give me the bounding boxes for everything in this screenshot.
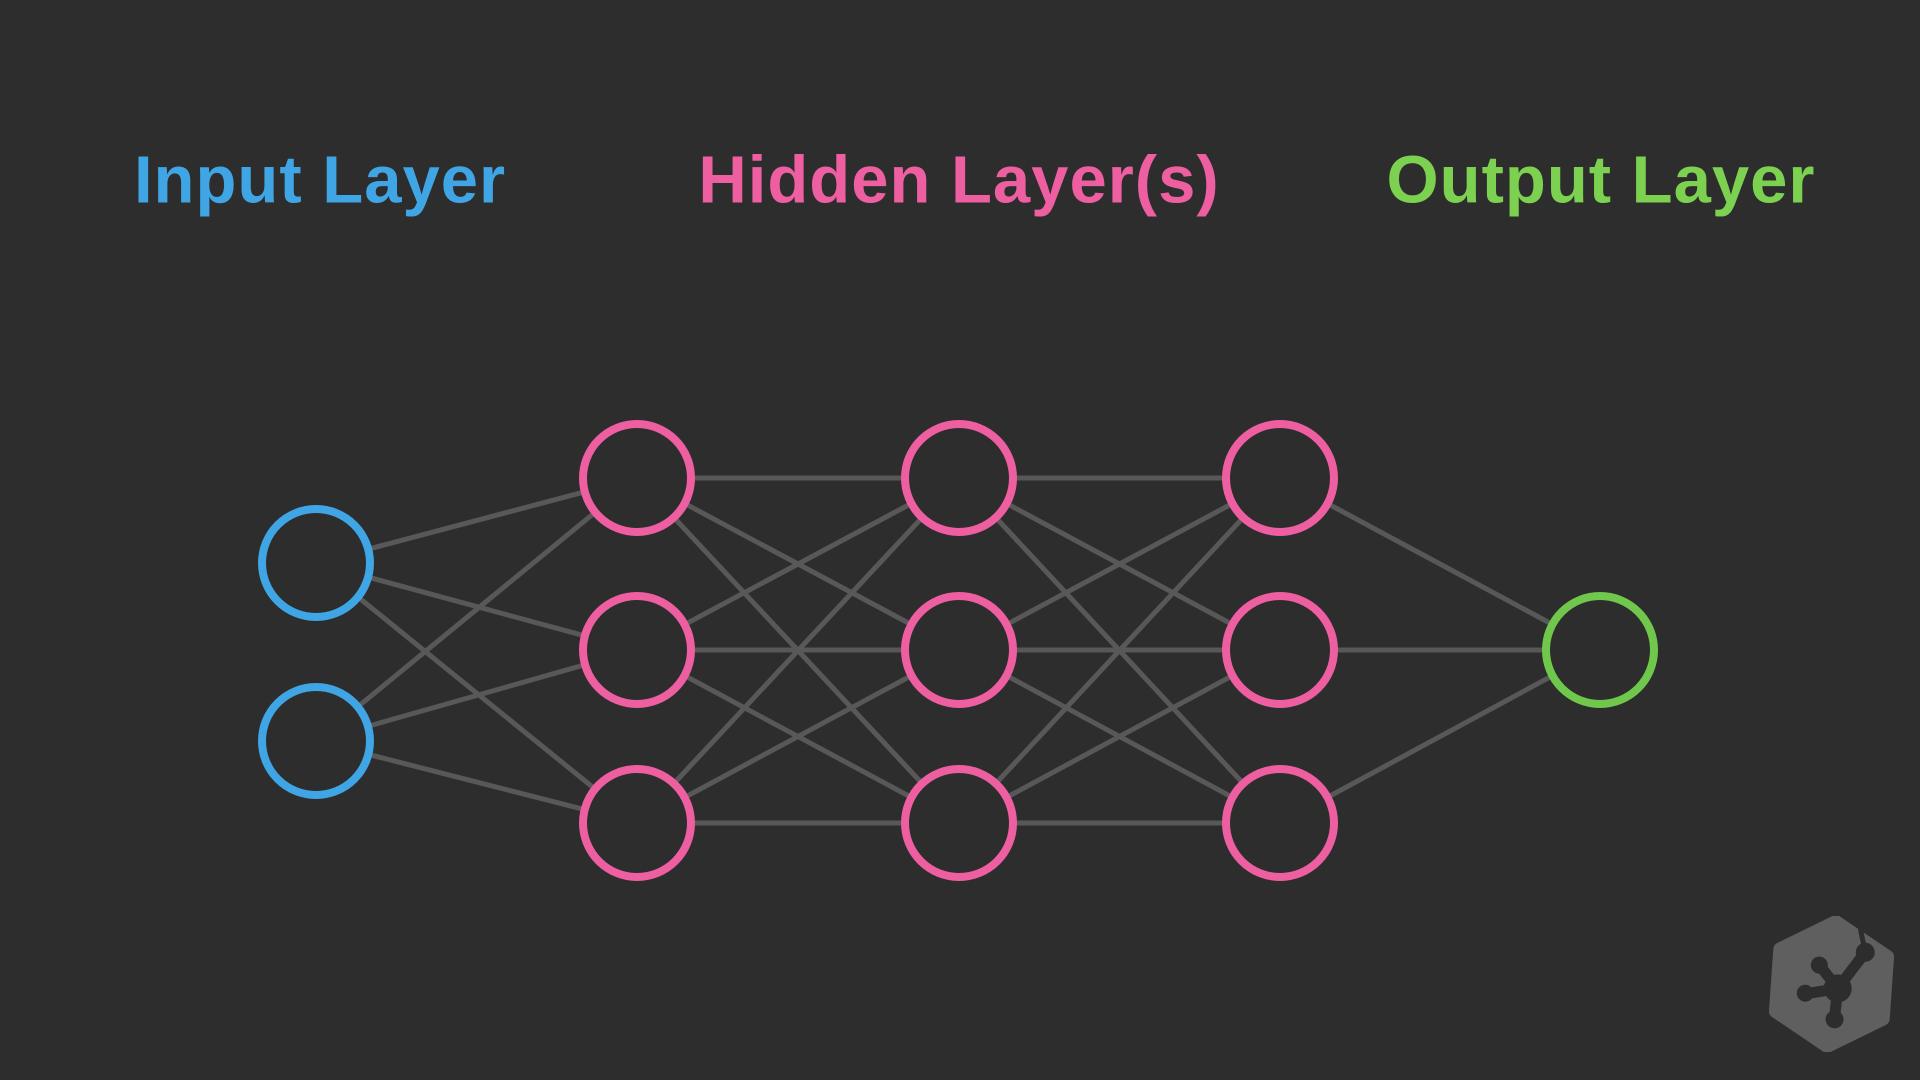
- edge: [314, 476, 639, 743]
- hidden-layer-3-node-2: [1222, 592, 1338, 708]
- treehouse-logo-icon: [1768, 916, 1895, 1052]
- edge: [957, 476, 1282, 825]
- hidden-layer-3-node-3: [1222, 765, 1338, 881]
- output-layer-node-1: [1542, 592, 1658, 708]
- logo-badge: [1768, 916, 1895, 1052]
- edge: [1278, 647, 1602, 826]
- input-layer-label: Input Layer: [133, 142, 507, 218]
- edge: [635, 647, 961, 826]
- input-layer-node-2: [258, 683, 374, 799]
- edge: [957, 475, 1282, 653]
- logo-gecko-foot: [1796, 923, 1875, 1029]
- edge: [1278, 475, 1602, 653]
- hidden-layer-1-node-1: [579, 420, 695, 536]
- hidden-layer-1-node-2: [579, 592, 695, 708]
- hidden-layer-1-node-3: [579, 765, 695, 881]
- hidden-layer-2-node-1: [901, 420, 1017, 536]
- hidden-layer-label: Hidden Layer(s): [698, 142, 1220, 218]
- hidden-layer-3-node-1: [1222, 420, 1338, 536]
- edge: [957, 647, 1282, 826]
- input-layer-node-1: [258, 505, 374, 621]
- edge: [635, 475, 961, 653]
- output-layer-label: Output Layer: [1386, 142, 1816, 218]
- node-group: [258, 420, 1658, 881]
- edge: [635, 476, 961, 825]
- hidden-layer-2-node-3: [901, 765, 1017, 881]
- hidden-layer-2-node-2: [901, 592, 1017, 708]
